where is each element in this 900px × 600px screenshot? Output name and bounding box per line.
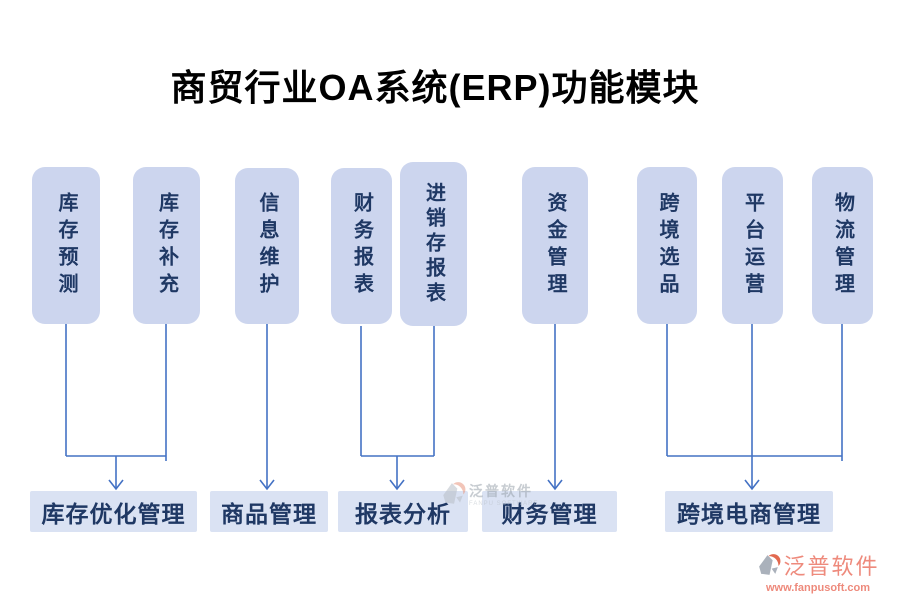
fanpu-brand: 泛普软件 www.fanpusoft.com [742, 549, 894, 594]
module-label: 信息维护 [256, 192, 278, 300]
module-label: 物流管理 [831, 191, 854, 300]
fanpu-logo-icon [759, 553, 781, 575]
category-label: 财务管理 [501, 500, 598, 527]
module-label: 库存补充 [155, 191, 178, 300]
module-box-fund-management: 资金管理 [522, 167, 588, 324]
brand-name: 泛普软件 [783, 554, 880, 579]
module-box-inventory-forecast: 库存预测 [32, 167, 100, 324]
category-box-product-management: 商品管理 [210, 491, 328, 532]
module-box-inventory-replenish: 库存补充 [133, 167, 200, 324]
category-label: 报表分析 [355, 500, 451, 527]
module-label: 平台运营 [741, 191, 764, 300]
category-box-inventory-optimization: 库存优化管理 [30, 491, 197, 532]
category-label: 库存优化管理 [41, 500, 186, 527]
page-title: 商贸行业OA系统(ERP)功能模块 [170, 67, 700, 108]
module-label: 跨境选品 [656, 191, 678, 300]
brand-url: www.fanpusoft.com [765, 582, 871, 594]
module-box-psi-report: 进销存报表 [400, 162, 467, 326]
module-label: 资金管理 [544, 191, 566, 300]
module-box-info-maintenance: 信息维护 [235, 168, 299, 324]
category-label: 跨境电商管理 [677, 500, 821, 527]
category-box-finance-management: 财务管理 [482, 491, 617, 532]
category-box-crossborder-ecommerce: 跨境电商管理 [665, 491, 833, 532]
module-label: 库存预测 [55, 191, 77, 300]
module-box-crossborder-selection: 跨境选品 [637, 167, 697, 324]
category-label: 商品管理 [221, 500, 317, 527]
category-box-report-analysis: 报表分析 [338, 491, 468, 532]
module-box-logistics-management: 物流管理 [812, 167, 873, 324]
module-label: 进销存报表 [422, 181, 445, 307]
module-label: 财务报表 [350, 192, 373, 300]
module-box-finance-report: 财务报表 [331, 168, 392, 324]
module-box-platform-operation: 平台运营 [722, 167, 783, 324]
